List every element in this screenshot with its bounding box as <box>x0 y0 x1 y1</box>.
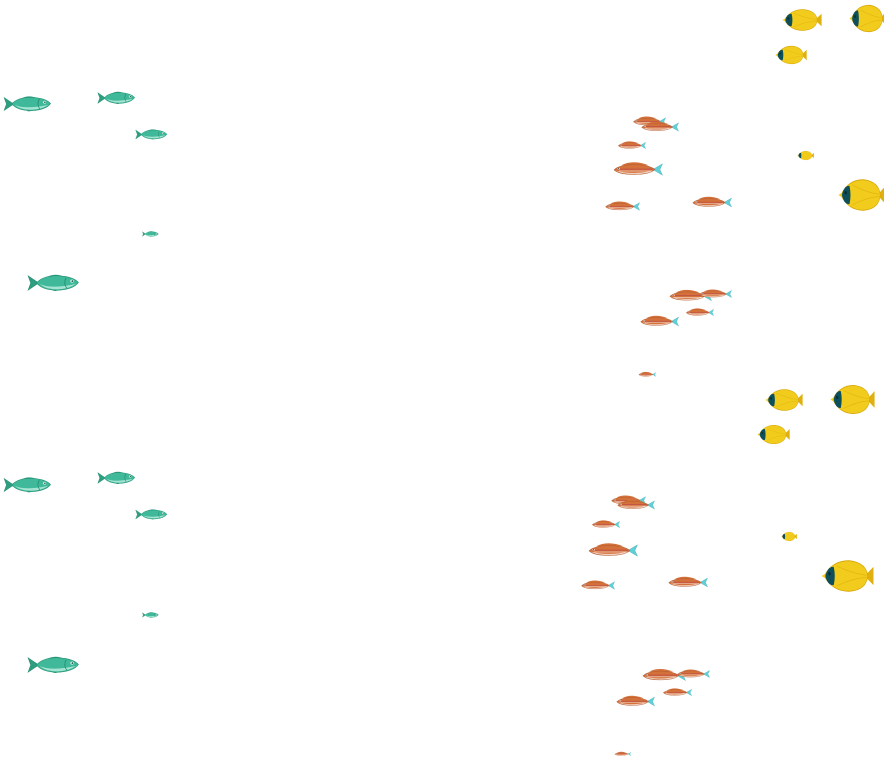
red-striped-fish-14 <box>591 520 620 529</box>
red-striped-fish-16 <box>581 580 615 590</box>
red-striped-fish-5 <box>605 201 640 211</box>
green-fish-9 <box>142 612 159 618</box>
yellow-butterflyfish-4 <box>797 150 814 161</box>
red-striped-fish-10 <box>685 308 714 317</box>
green-fish-5 <box>27 274 79 292</box>
green-fish-10 <box>27 656 79 674</box>
yellow-butterflyfish-1 <box>782 9 822 31</box>
red-striped-fish-6 <box>692 196 732 208</box>
green-fish-1 <box>3 96 51 112</box>
red-striped-fish-3 <box>617 141 646 150</box>
red-striped-fish-9 <box>640 315 679 327</box>
yellow-butterflyfish-8 <box>757 425 790 444</box>
red-striped-fish-21 <box>663 688 692 697</box>
yellow-butterflyfish-7 <box>830 385 875 414</box>
green-fish-2 <box>97 91 136 105</box>
yellow-butterflyfish-9 <box>781 531 797 542</box>
yellow-butterflyfish-5 <box>838 179 884 211</box>
green-fish-3 <box>135 129 168 140</box>
green-fish-8 <box>135 509 168 520</box>
red-striped-fish-8 <box>699 289 732 298</box>
red-striped-fish-20 <box>616 695 655 707</box>
red-striped-fish-19 <box>677 669 710 678</box>
green-fish-6 <box>3 477 51 493</box>
red-striped-fish-11 <box>638 371 656 377</box>
green-fish-4 <box>142 231 159 237</box>
red-striped-fish-2 <box>641 121 679 132</box>
red-striped-fish-4 <box>613 162 663 176</box>
red-striped-fish-18 <box>642 669 686 681</box>
red-striped-fish-13 <box>617 499 655 510</box>
yellow-butterflyfish-10 <box>821 560 874 592</box>
red-striped-fish-15 <box>588 543 638 557</box>
red-striped-fish-17 <box>668 576 708 588</box>
yellow-butterflyfish-3 <box>775 45 807 65</box>
yellow-butterflyfish-6 <box>765 389 803 411</box>
red-striped-fish-22 <box>614 751 631 756</box>
green-fish-7 <box>97 471 136 485</box>
yellow-butterflyfish-2 <box>849 4 884 33</box>
